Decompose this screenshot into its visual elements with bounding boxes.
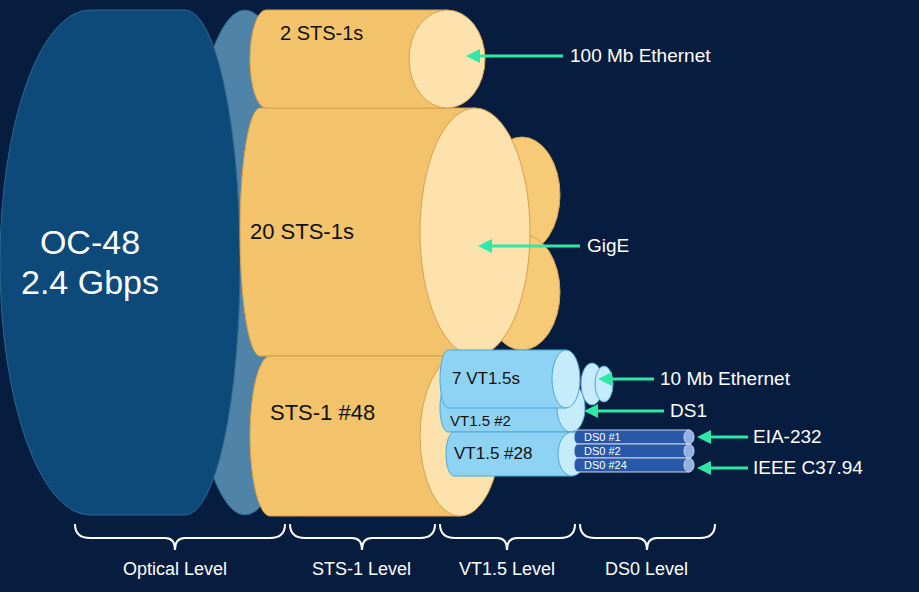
ds0-cylinder: DS0 #24 [574,458,694,472]
signal-label: EIA-232 [753,426,822,448]
cylinder-end [557,384,585,432]
cylinder-end [595,366,613,402]
vt-cylinder: 7 VT1.5s [440,350,580,408]
cylinder-body [440,350,566,408]
node-label: 20 STS-1s [250,219,354,244]
sts-cylinder: 2 STS-1s [250,10,485,108]
cylinder-body [446,432,572,476]
level-label: STS-1 Level [312,558,411,580]
cylinder-body [574,430,689,444]
cylinder-end [420,108,530,356]
cylinder-end [684,444,694,458]
node-label: DS0 #2 [584,445,621,458]
brace [440,524,575,550]
ds0-cylinder: DS0 #2 [574,444,694,458]
level-label: Optical Level [123,558,227,580]
brace [290,524,435,550]
signal-label: DS1 [670,400,707,422]
leader-line [709,467,748,470]
leader-line [610,378,654,381]
node-label: VT1.5 #28 [454,444,532,464]
level-label: VT1.5 Level [459,558,555,580]
node-label: 7 VT1.5s [452,369,520,389]
signal-label: 100 Mb Ethernet [570,45,710,67]
arrow-head [584,404,598,418]
node-label: STS-1 #48 [270,400,375,425]
cylinder-body [574,444,689,458]
leader-line [478,55,563,58]
signal-label: 10 Mb Ethernet [660,368,790,390]
leader-line [596,410,664,413]
cylinder-body [574,458,689,472]
leader-line [490,245,580,248]
vt-cylinder: VT1.5 #28 [446,432,586,476]
arrow-head [697,430,711,444]
signal-label: IEEE C37.94 [753,457,863,479]
signal-label: GigE [587,235,629,257]
cylinder-body [0,10,240,515]
node-label: VT1.5 #2 [450,412,511,429]
arrow-head [697,461,711,475]
cylinder-end [684,430,694,444]
brace [75,524,285,550]
cylinder-body [440,384,571,432]
sts-cylinder: 20 STS-1s [240,108,530,356]
node-label: DS0 #1 [584,431,621,444]
cylinder-end [684,458,694,472]
node-label: 2 STS-1s [280,22,363,45]
level-label: DS0 Level [605,558,688,580]
arrow-head [598,372,612,386]
cylinder-end [552,350,580,408]
node-label: OC-48 2.4 Gbps [15,223,165,301]
node-label: DS0 #24 [584,459,627,472]
ds0-cylinder: DS0 #1 [574,430,694,444]
leader-line [709,436,748,439]
cylinder-end [409,10,485,108]
brace [580,524,715,550]
